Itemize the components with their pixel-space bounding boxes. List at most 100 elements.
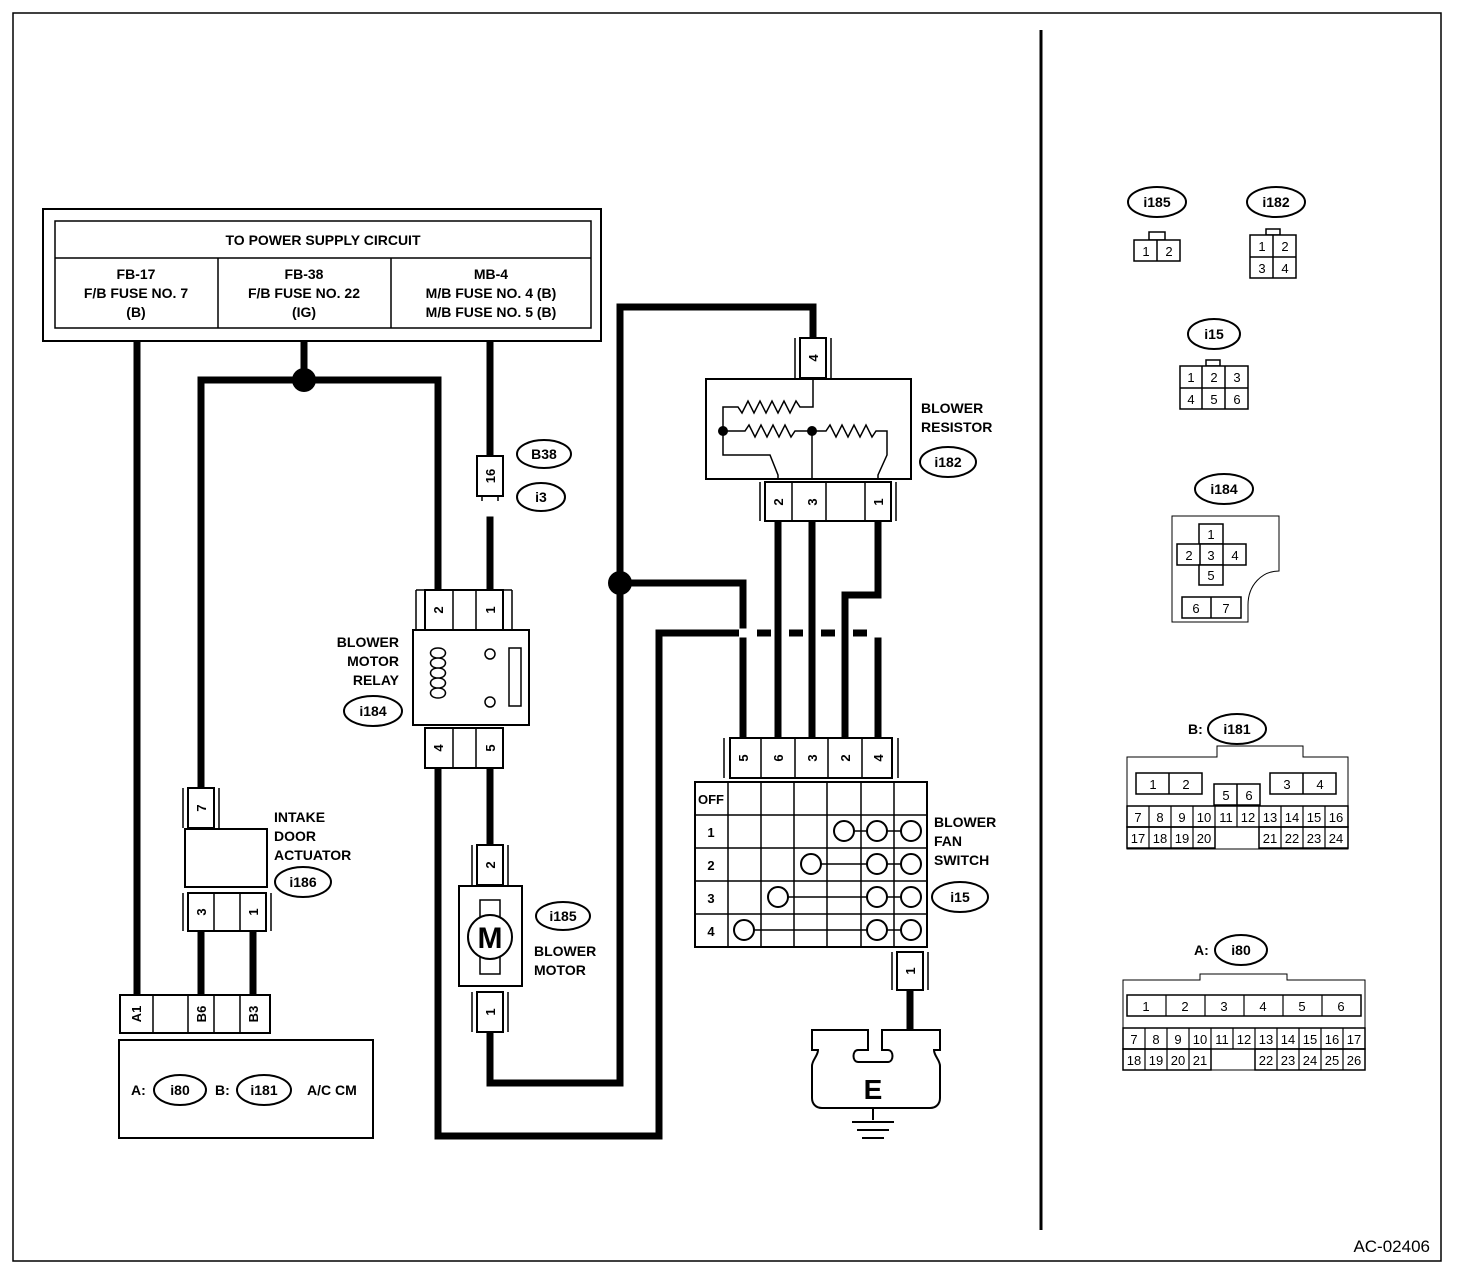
face-pin: 14 <box>1281 1032 1295 1047</box>
relay-pin-4: 4 <box>431 744 446 752</box>
relay-label-1: BLOWER <box>337 634 399 650</box>
face-label-i184: i184 <box>1210 481 1237 497</box>
acm-pin-a1: A1 <box>129 1006 144 1023</box>
blower-motor: 2 M 1 i185 BLOWER MOTOR <box>458 844 596 1033</box>
face-pin: 2 <box>1185 548 1192 563</box>
face-pin: 13 <box>1259 1032 1273 1047</box>
face-pin: 22 <box>1285 831 1299 846</box>
fuse-fb38-type: (IG) <box>292 304 316 320</box>
face-pin: 3 <box>1283 777 1290 792</box>
face-pin: 9 <box>1174 1032 1181 1047</box>
face-label-i181: i181 <box>1223 721 1250 737</box>
actuator-label-2: DOOR <box>274 828 316 844</box>
actuator-pin-7: 7 <box>194 804 209 811</box>
power-supply-block: TO POWER SUPPLY CIRCUIT FB-17 F/B FUSE N… <box>42 208 602 342</box>
face-pin: 1 <box>1142 999 1149 1014</box>
switch-pin-bottom: 1 <box>903 967 918 974</box>
face-pin: 5 <box>1207 568 1214 583</box>
face-pin: 25 <box>1325 1053 1339 1068</box>
face-pin: 8 <box>1156 810 1163 825</box>
fuse-fb38-name: F/B FUSE NO. 22 <box>248 285 360 301</box>
face-pin: 2 <box>1182 777 1189 792</box>
resistor-pin-1: 1 <box>871 498 886 505</box>
switch-row-off: OFF <box>698 792 724 807</box>
acm-name: A/C CM <box>307 1082 357 1098</box>
wires <box>133 303 914 1140</box>
switch-row-4: 4 <box>707 924 715 939</box>
joint-conn-i3: i3 <box>535 489 547 505</box>
switch-pin-4: 4 <box>871 754 886 762</box>
ground-point: E <box>811 1029 941 1139</box>
face-pin: 1 <box>1149 777 1156 792</box>
actuator-conn: i186 <box>289 874 316 890</box>
switch-row-1: 1 <box>707 825 714 840</box>
face-pin: 1 <box>1258 239 1265 254</box>
face-pin: 5 <box>1210 392 1217 407</box>
face-pin: 20 <box>1171 1053 1185 1068</box>
connector-i182-face: i182 1 2 3 4 <box>1246 186 1306 279</box>
face-label-i185: i185 <box>1143 194 1170 210</box>
face-pin: 4 <box>1231 548 1238 563</box>
face-pin: 10 <box>1197 810 1211 825</box>
face-pin: 5 <box>1298 999 1305 1014</box>
acm-conn-b: i181 <box>250 1082 277 1098</box>
resistor-label-1: BLOWER <box>921 400 983 416</box>
face-pin: 9 <box>1178 810 1185 825</box>
face-pin: 12 <box>1237 1032 1251 1047</box>
face-pin: 17 <box>1131 831 1145 846</box>
face-pin: 4 <box>1259 999 1266 1014</box>
face-pin: 6 <box>1245 788 1252 803</box>
resistor-pin-4: 4 <box>806 354 821 362</box>
acm-label-a: A: <box>131 1082 146 1098</box>
face-pin: 20 <box>1197 831 1211 846</box>
face-pin: 1 <box>1207 527 1214 542</box>
connector-i181-face: B: i181 1 2 5 6 3 4 7 8 9 10 11 12 13 14 <box>1126 713 1349 850</box>
switch-conn: i15 <box>950 889 970 905</box>
actuator-label-3: ACTUATOR <box>274 847 351 863</box>
face-prefix-a: A: <box>1194 942 1209 958</box>
face-pin: 26 <box>1347 1053 1361 1068</box>
switch-row-3: 3 <box>707 891 714 906</box>
connector-i185-face: i185 1 2 <box>1127 186 1187 262</box>
splice-point <box>608 571 632 595</box>
diagram-frame <box>12 12 1442 1262</box>
face-label-i80: i80 <box>1231 942 1251 958</box>
face-label-i182: i182 <box>1262 194 1289 210</box>
motor-pin-1: 1 <box>483 1008 498 1015</box>
fuse-mb4-name-1: M/B FUSE NO. 4 (B) <box>426 285 557 301</box>
relay-label-3: RELAY <box>353 672 400 688</box>
relay-label-2: MOTOR <box>347 653 399 669</box>
connector-i80-face: A: i80 1 2 3 4 5 6 7 8 9 10 11 12 13 <box>1122 934 1366 1071</box>
connector-i15-face: i15 1 2 3 4 5 6 <box>1179 318 1249 410</box>
switch-label-2: FAN <box>934 833 962 849</box>
acm-conn-a: i80 <box>170 1082 190 1098</box>
joint-conn-b38: B38 <box>531 446 557 462</box>
motor-pin-2: 2 <box>483 861 498 868</box>
face-pin: 11 <box>1219 810 1233 825</box>
face-label-i15: i15 <box>1204 326 1224 342</box>
resistor-label-2: RESISTOR <box>921 419 992 435</box>
joint-connector: 16 B38 i3 <box>476 439 572 512</box>
face-prefix-b: B: <box>1188 721 1203 737</box>
connector-i184-face: i184 1 2 3 4 5 6 7 <box>1171 473 1280 623</box>
face-pin: 23 <box>1307 831 1321 846</box>
face-pin: 16 <box>1325 1032 1339 1047</box>
blower-resistor: 4 2 3 1 BLOWER RESISTOR i182 <box>705 337 992 522</box>
relay-pin-5: 5 <box>483 744 498 751</box>
face-pin: 5 <box>1222 788 1229 803</box>
resistor-pin-3: 3 <box>805 498 820 505</box>
face-pin: 24 <box>1329 831 1343 846</box>
motor-label-1: BLOWER <box>534 943 596 959</box>
face-pin: 1 <box>1142 244 1149 259</box>
face-pin: 17 <box>1347 1032 1361 1047</box>
i181-row2-dividers <box>1148 806 1326 848</box>
ground-label: E <box>864 1074 883 1105</box>
face-pin: 14 <box>1285 810 1299 825</box>
face-pin: 23 <box>1281 1053 1295 1068</box>
relay-pin-1: 1 <box>483 606 498 613</box>
i80-row-dividers <box>1144 1028 1344 1070</box>
switch-pin-5: 5 <box>736 754 751 761</box>
i80-top-dividers <box>1165 995 1323 1016</box>
switch-label-3: SWITCH <box>934 852 989 868</box>
